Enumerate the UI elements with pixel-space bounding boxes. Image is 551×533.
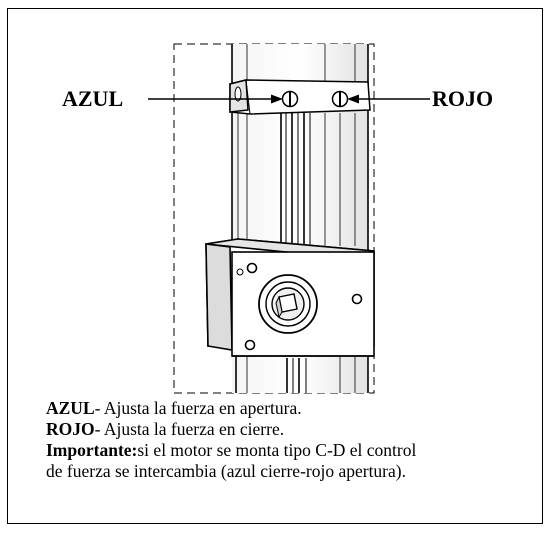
blue-force-screw-icon	[281, 90, 299, 108]
important-note-continued: de fuerza se intercambia (azul cierre-ro…	[46, 461, 406, 481]
caption: AZUL- Ajusta la fuerza en apertura. ROJO…	[46, 398, 536, 482]
caption-line-important: Importante:si el motor se monta tipo C-D…	[46, 440, 536, 461]
important-note: si el motor se monta tipo C-D el control	[137, 440, 417, 460]
red-force-screw-icon	[331, 90, 349, 108]
motor-drive-hub-icon	[258, 274, 318, 334]
detail-box	[173, 43, 375, 394]
rojo-arrow	[347, 94, 430, 104]
clamp-band	[229, 79, 371, 115]
azul-label: AZUL	[62, 86, 123, 111]
rojo-term: ROJO	[46, 419, 95, 439]
rojo-label: ROJO	[432, 86, 493, 111]
important-term: Importante:	[46, 440, 138, 460]
azul-term: AZUL	[46, 398, 95, 418]
caption-line-continuation: de fuerza se intercambia (azul cierre-ro…	[46, 461, 536, 482]
caption-line-rojo: ROJO- Ajusta la fuerza en cierre.	[46, 419, 536, 440]
caption-line-azul: AZUL- Ajusta la fuerza en apertura.	[46, 398, 536, 419]
azul-arrow	[148, 94, 283, 104]
azul-description: - Ajusta la fuerza en apertura.	[94, 398, 302, 418]
rojo-description: - Ajusta la fuerza en cierre.	[94, 419, 285, 439]
